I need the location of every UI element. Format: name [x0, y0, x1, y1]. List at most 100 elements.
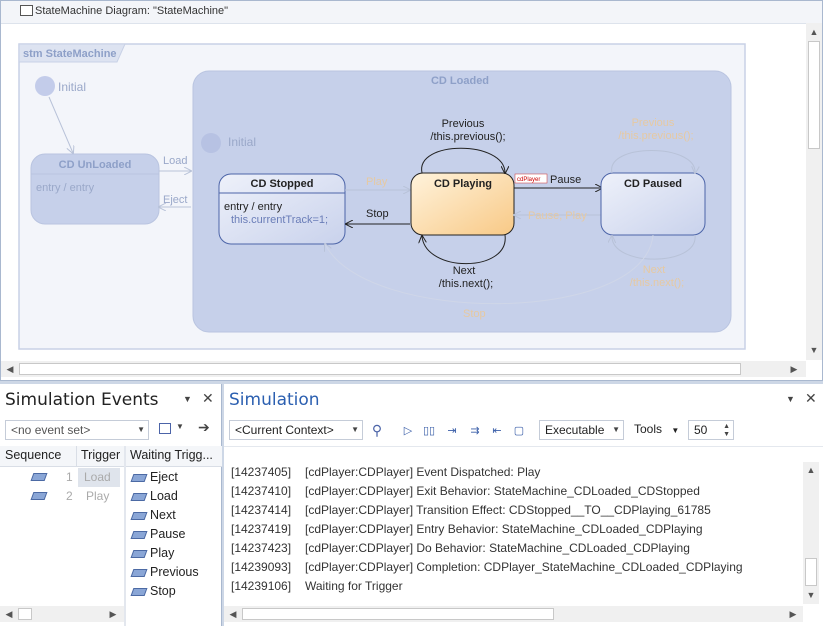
step-over-icon[interactable]: ⇉	[470, 425, 480, 437]
diagram-canvas[interactable]: stm StateMachine Initial CD UnLoaded ent…	[5, 25, 801, 359]
events-hscrollbar[interactable]: ◀ ▶	[0, 606, 124, 622]
chevron-down-icon: ▼	[351, 425, 359, 434]
event-set-select[interactable]: <no event set> ▼	[5, 420, 149, 440]
diagram-hscroll-thumb[interactable]	[19, 363, 741, 375]
scroll-right-icon[interactable]: ▶	[789, 609, 797, 619]
stop-icon[interactable]: ▢	[513, 425, 525, 437]
trigger-icon	[130, 588, 148, 596]
diagram-window: StateMachine Diagram: "StateMachine" stm…	[0, 0, 823, 381]
event-trigger: Play	[86, 489, 110, 503]
trigger-item[interactable]: Stop	[126, 582, 222, 601]
column-sequence: Sequence	[5, 448, 62, 462]
event-seq: 1	[66, 470, 73, 484]
log-line: [14237419][cdPlayer:CDPlayer] Entry Beha…	[231, 520, 803, 539]
log-message: [cdPlayer:CDPlayer] Do Behavior: StateMa…	[305, 541, 690, 555]
log-timestamp: [14237410]	[231, 484, 292, 498]
scroll-right-icon[interactable]: ▶	[790, 364, 798, 374]
event-list-dropdown-icon[interactable]: ▼	[176, 422, 184, 431]
trigger-icon	[130, 512, 148, 520]
speed-value: 50	[694, 423, 708, 437]
loaded-initial	[201, 133, 221, 153]
log-message: [cdPlayer:CDPlayer] Entry Behavior: Stat…	[305, 522, 703, 536]
spinner-arrows-icon[interactable]: ▲▼	[723, 423, 730, 438]
event-icon	[30, 492, 48, 500]
trigger-label: Play	[150, 546, 175, 560]
event-row[interactable]: 2 Play	[0, 487, 124, 506]
chevron-down-icon: ▼	[137, 425, 145, 434]
scroll-left-icon[interactable]: ◀	[229, 609, 237, 619]
play-transition-label: Play	[366, 176, 388, 188]
step-into-icon[interactable]: ⇥	[447, 425, 457, 437]
scroll-left-icon[interactable]: ◀	[6, 364, 14, 374]
playing-badge: cdPlayer	[517, 177, 540, 183]
scroll-right-icon[interactable]: ▶	[109, 609, 117, 619]
state-cd-unloaded: CD UnLoaded entry / entry	[30, 153, 160, 225]
trigger-item[interactable]: Pause	[126, 525, 222, 544]
step-out-icon[interactable]: ⇤	[492, 425, 502, 437]
paused-title: CD Paused	[624, 178, 682, 190]
speed-spinner[interactable]: 50 ▲▼	[688, 420, 734, 440]
close-icon[interactable]: ✕	[202, 390, 214, 406]
events-hscroll-thumb[interactable]	[18, 608, 32, 620]
paused-previous-effect: /this.previous();	[618, 130, 693, 142]
search-icon[interactable]: ⚲	[371, 422, 383, 438]
log-message: [cdPlayer:CDPlayer] Completion: CDPlayer…	[305, 560, 743, 574]
scroll-down-icon[interactable]: ▼	[809, 345, 819, 355]
mode-value: Executable	[545, 423, 605, 437]
pause-icon[interactable]: ▯▯	[422, 425, 436, 437]
log-timestamp: [14239106]	[231, 579, 292, 593]
scroll-up-icon[interactable]: ▲	[806, 465, 816, 475]
stopped-title: CD Stopped	[251, 178, 314, 190]
trigger-icon	[130, 569, 148, 577]
trigger-item[interactable]: Play	[126, 544, 222, 563]
send-event-icon[interactable]: ➔	[198, 419, 210, 435]
trigger-item[interactable]: Eject	[126, 468, 222, 487]
tools-menu[interactable]: Tools ▼	[634, 422, 679, 436]
log-line: [14237405] [cdPlayer:CDPlayer] Event Disp…	[231, 463, 803, 482]
log-hscroll-thumb[interactable]	[242, 608, 554, 620]
event-list-icon[interactable]	[159, 423, 171, 434]
diagram-vscroll-thumb[interactable]	[808, 41, 820, 149]
log-vscrollbar[interactable]: ▲ ▼	[803, 462, 819, 604]
playing-previous-label: Previous	[442, 118, 485, 130]
trigger-item[interactable]: Previous	[126, 563, 222, 582]
log-line: [14239106]Waiting for Trigger	[231, 577, 803, 596]
log-message: [cdPlayer:CDPlayer] Event Dispatched: Pl…	[305, 465, 541, 479]
trigger-label: Stop	[150, 584, 176, 598]
trigger-label: Previous	[150, 565, 199, 579]
run-icon[interactable]: ▷	[403, 425, 413, 437]
mode-select[interactable]: Executable ▼	[539, 420, 624, 440]
scroll-down-icon[interactable]: ▼	[806, 590, 816, 600]
load-transition-label: Load	[163, 155, 187, 167]
stop-faded-transition-label: Stop	[463, 308, 486, 320]
log-vscroll-thumb[interactable]	[805, 558, 817, 586]
log-timestamp: [14237405]	[231, 465, 292, 479]
trigger-item[interactable]: Load	[126, 487, 222, 506]
close-icon[interactable]: ✕	[805, 390, 817, 406]
chevron-down-icon: ▼	[671, 426, 680, 435]
pause-play-transition-label: Pause, Play	[528, 210, 587, 222]
diagram-vscrollbar[interactable]: ▲ ▼	[806, 23, 822, 360]
paused-previous-label: Previous	[632, 117, 675, 129]
log-message: [cdPlayer:CDPlayer] Transition Effect: C…	[305, 503, 711, 517]
scroll-up-icon[interactable]: ▲	[809, 27, 819, 37]
trigger-item[interactable]: Next	[126, 506, 222, 525]
trigger-label: Eject	[150, 470, 178, 484]
event-row[interactable]: 1 Load	[0, 468, 124, 487]
scroll-left-icon[interactable]: ◀	[5, 609, 13, 619]
loaded-title: CD Loaded	[431, 75, 489, 87]
context-value: <Current Context>	[235, 423, 334, 437]
waiting-grid-header: Waiting Trigg...	[126, 446, 222, 467]
panel-menu-icon[interactable]: ▼	[183, 394, 192, 404]
diagram-hscrollbar[interactable]: ◀ ▶	[1, 361, 806, 377]
playing-title: CD Playing	[434, 178, 492, 190]
panel-menu-icon[interactable]: ▼	[786, 394, 795, 404]
log-hscrollbar[interactable]: ◀ ▶	[224, 606, 803, 622]
context-select[interactable]: <Current Context> ▼	[229, 420, 363, 440]
column-waiting-triggers: Waiting Trigg...	[130, 448, 213, 462]
event-icon	[30, 473, 48, 481]
playing-next-effect: /this.next();	[439, 278, 493, 290]
diagram-icon	[20, 5, 33, 16]
frame-label: stm StateMachine	[23, 48, 117, 60]
log-timestamp: [14237423]	[231, 541, 292, 555]
